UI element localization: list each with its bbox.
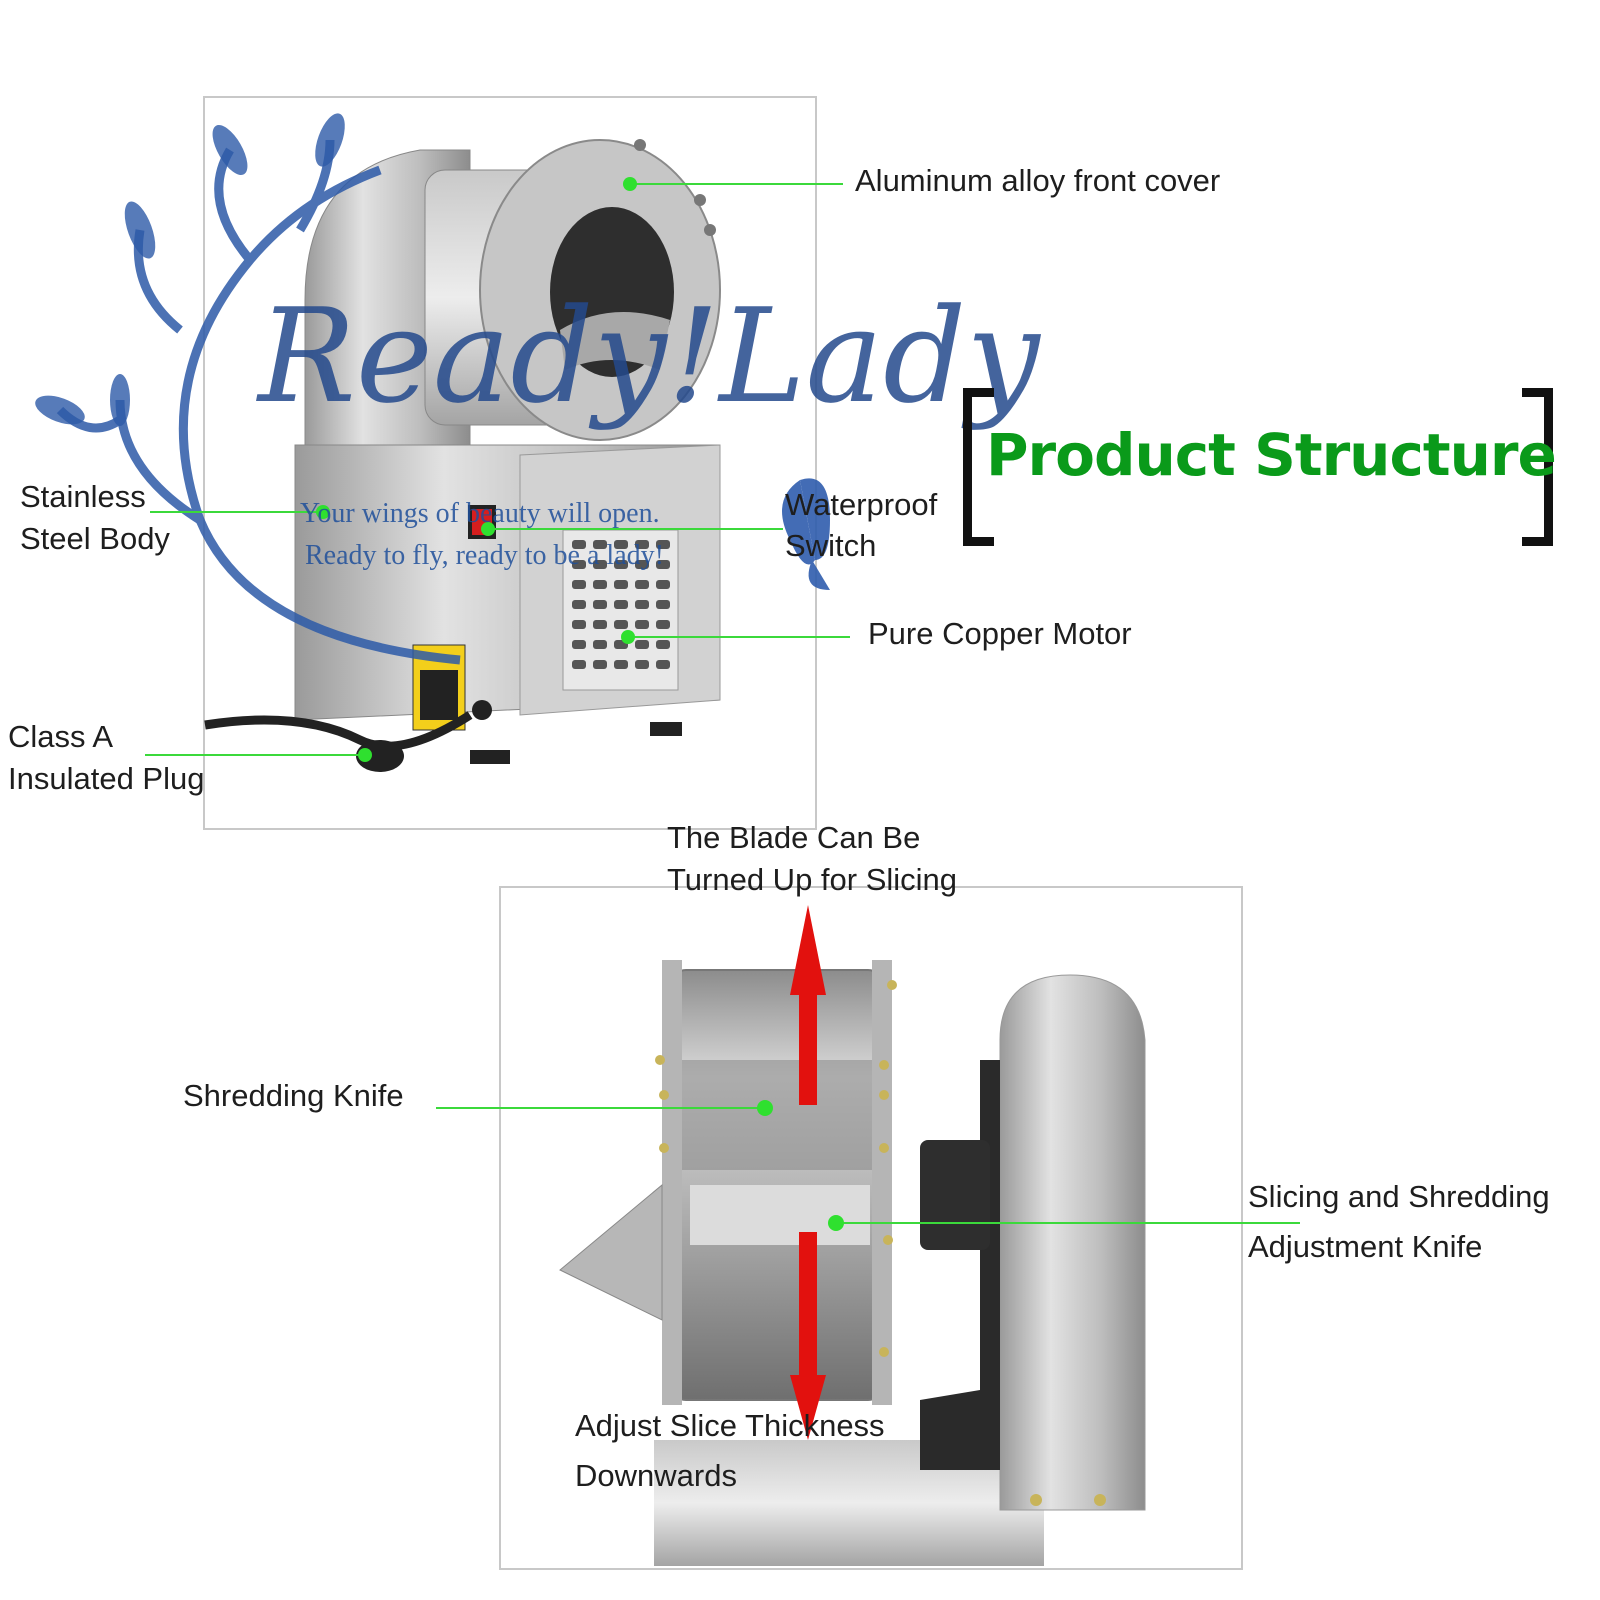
label-thickness-line-2: Downwards xyxy=(575,1458,737,1493)
label-shredding-knife: Shredding Knife xyxy=(183,1078,404,1113)
label-thickness-line-1: Adjust Slice Thickness xyxy=(575,1408,885,1443)
butterfly-icon xyxy=(782,478,830,590)
leader-lines xyxy=(145,183,1300,1224)
arrow-up xyxy=(790,905,826,1105)
label-blade-line-1: The Blade Can Be xyxy=(667,820,921,855)
label-body-line-2: Steel Body xyxy=(20,521,170,556)
watermark-line-2: Ready to fly, ready to be a lady! xyxy=(305,540,664,571)
title-bracket-right xyxy=(1522,388,1553,546)
label-motor: Pure Copper Motor xyxy=(868,616,1132,651)
label-blade-line-2: Turned Up for Slicing xyxy=(667,862,958,897)
label-adjust-knife-line-2: Adjustment Knife xyxy=(1248,1229,1483,1264)
label-adjust-knife-line-1: Slicing and Shredding xyxy=(1248,1179,1550,1214)
watermark-line-1: Your wings of beauty will open. xyxy=(300,498,660,529)
label-switch-line-1: Waterproof xyxy=(785,487,938,522)
label-switch-line-2: Switch xyxy=(785,528,877,563)
watermark-leaves xyxy=(35,113,345,426)
page-title: Product Structure xyxy=(986,421,1557,489)
title-bracket-left xyxy=(963,388,994,546)
top-machine xyxy=(204,139,721,772)
label-front-cover: Aluminum alloy front cover xyxy=(855,163,1221,198)
bottom-machine xyxy=(559,960,1146,1566)
arrow-down xyxy=(790,1232,826,1440)
watermark-script: Ready!Lady xyxy=(258,280,1040,432)
label-body-line-1: Stainless xyxy=(20,479,146,514)
label-plug-line-2: Insulated Plug xyxy=(8,761,205,796)
leader-dots xyxy=(316,177,844,1231)
label-plug-line-1: Class A xyxy=(8,719,114,754)
